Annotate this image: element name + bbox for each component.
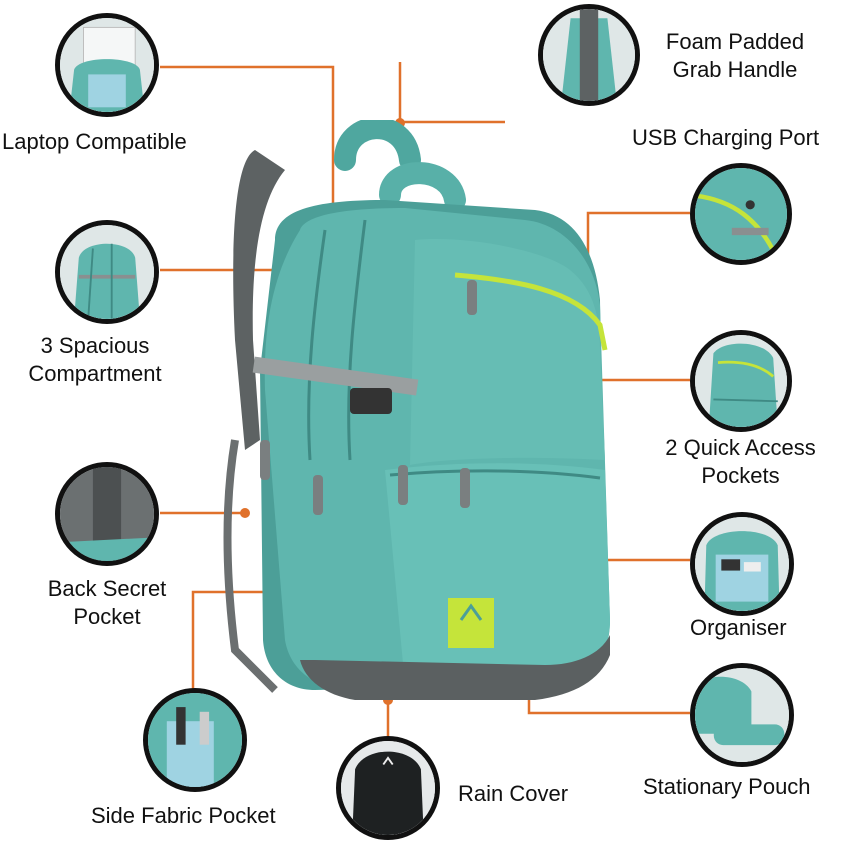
- back-pocket-line-2: Pocket: [73, 604, 141, 629]
- usb-thumb: [690, 163, 792, 265]
- organiser-label: Organiser: [690, 615, 787, 640]
- back-pocket-thumb: [55, 462, 159, 566]
- compartment-line-2: Compartment: [28, 361, 162, 386]
- back-pocket-label: Back Secret Pocket: [17, 575, 197, 631]
- quick-access-thumb: [690, 330, 792, 432]
- laptop-compatible-label: Laptop Compatible: [2, 129, 187, 154]
- grab-handle-label: Foam Padded Grab Handle: [645, 28, 825, 84]
- compartment-line-1: 3 Spacious: [40, 333, 150, 358]
- handle-thumb: [538, 4, 640, 106]
- side-pocket-thumb: [143, 688, 247, 792]
- stationary-pouch-label: Stationary Pouch: [643, 774, 811, 799]
- laptop-thumb: [55, 13, 159, 117]
- rain-cover-thumb: [336, 736, 440, 840]
- backpack-image: [223, 120, 610, 700]
- pouch-thumb: [690, 663, 794, 767]
- quick-access-line-2: Pockets: [701, 463, 780, 488]
- usb-port-label: USB Charging Port: [632, 125, 820, 150]
- grab-handle-line-1: Foam Padded: [665, 29, 805, 54]
- side-pocket-label: Side Fabric Pocket: [91, 803, 276, 828]
- compartment-thumb: [55, 220, 159, 324]
- quick-access-line-1: 2 Quick Access: [665, 435, 816, 460]
- quick-access-label: 2 Quick Access Pockets: [643, 434, 838, 490]
- organiser-thumb: [690, 512, 794, 616]
- compartment-label: 3 Spacious Compartment: [5, 332, 185, 388]
- back-pocket-line-1: Back Secret: [47, 576, 167, 601]
- rain-cover-label: Rain Cover: [458, 781, 569, 806]
- grab-handle-line-2: Grab Handle: [672, 57, 798, 82]
